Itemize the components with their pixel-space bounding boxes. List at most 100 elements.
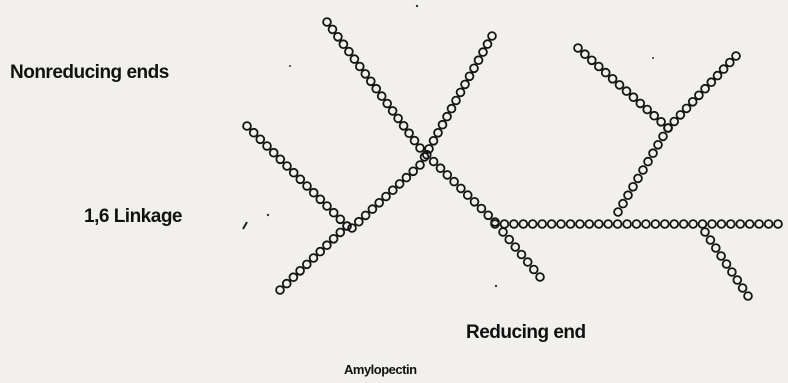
- glucose-residue: [340, 40, 348, 48]
- glucose-residue: [643, 106, 651, 114]
- glucose-residue: [484, 211, 492, 219]
- glucose-residue: [345, 48, 353, 56]
- glucose-residue: [720, 65, 728, 73]
- glucose-residue: [362, 212, 370, 220]
- glucose-residue: [595, 220, 603, 228]
- glucose-residue: [464, 191, 472, 199]
- glucose-residue: [510, 220, 518, 228]
- glucose-residue: [548, 220, 556, 228]
- glucose-residue: [746, 220, 754, 228]
- chain-lower-middle: [499, 228, 544, 281]
- speck: [652, 57, 654, 59]
- glucose-residue: [677, 111, 685, 119]
- glucose-residue: [614, 220, 622, 228]
- glucose-residue: [461, 81, 469, 89]
- glucose-residue: [567, 220, 575, 228]
- glucose-residue: [310, 254, 318, 262]
- glucose-residue: [529, 220, 537, 228]
- glucose-residue: [701, 228, 709, 236]
- glucose-residue: [629, 183, 637, 191]
- glucose-residue: [499, 228, 507, 236]
- glucose-residue: [623, 87, 631, 95]
- glucose-residue: [416, 144, 424, 152]
- glucose-residue: [664, 124, 672, 132]
- glucose-residue: [389, 107, 397, 115]
- glucose-residue: [263, 142, 271, 150]
- glucose-residue: [727, 220, 735, 228]
- glucose-residue: [488, 32, 496, 40]
- glucose-residue: [588, 56, 596, 64]
- glucose-residue: [457, 89, 465, 97]
- glucose-residue: [701, 85, 709, 93]
- glucose-residue: [736, 220, 744, 228]
- glucose-residue: [323, 18, 331, 26]
- glucose-chains: [243, 18, 782, 300]
- speck: [267, 214, 269, 216]
- glucose-residue: [695, 91, 703, 99]
- glucose-residue: [604, 220, 612, 228]
- glucose-residue: [256, 135, 264, 143]
- diagram-title: Amylopectin: [344, 362, 417, 377]
- glucose-residue: [657, 118, 665, 126]
- chain-right-up: [664, 52, 740, 132]
- glucose-residue: [744, 292, 752, 300]
- chain-reducing-main: [491, 220, 782, 228]
- glucose-residue: [519, 220, 527, 228]
- glucose-residue: [355, 218, 363, 226]
- glucose-residue: [396, 180, 404, 188]
- glucose-residue: [614, 208, 622, 216]
- glucose-residue: [478, 205, 486, 213]
- glucose-residue: [609, 75, 617, 83]
- glucose-residue: [505, 236, 513, 244]
- glucose-residue: [630, 93, 638, 101]
- glucose-residue: [689, 220, 697, 228]
- speck: [495, 285, 497, 287]
- glucose-residue: [243, 122, 251, 130]
- reducing-end-label: Reducing end: [466, 322, 586, 344]
- glucose-residue: [437, 164, 445, 172]
- glucose-residue: [250, 129, 258, 137]
- glucose-residue: [369, 205, 377, 213]
- glucose-residue: [283, 280, 291, 288]
- glucose-residue: [712, 244, 720, 252]
- glucose-residue: [356, 63, 364, 71]
- glucose-residue: [411, 137, 419, 145]
- chain-lower-left: [276, 222, 351, 294]
- glucose-residue: [699, 220, 707, 228]
- glucose-residue: [378, 92, 386, 100]
- glucose-residue: [654, 141, 662, 149]
- glucose-residue: [466, 72, 474, 80]
- glucose-residue: [329, 26, 337, 34]
- glucose-residue: [296, 267, 304, 275]
- glucose-residue: [283, 162, 291, 170]
- glucose-residue: [434, 129, 442, 137]
- glucose-residue: [623, 220, 631, 228]
- glucose-residue: [430, 158, 438, 166]
- glucose-residue: [276, 155, 284, 163]
- glucose-residue: [624, 191, 632, 199]
- glucose-residue: [717, 252, 725, 260]
- glucose-residue: [448, 105, 456, 113]
- glucose-residue: [585, 220, 593, 228]
- glucose-residue: [650, 112, 658, 120]
- glucose-residue: [316, 195, 324, 203]
- glucose-residue: [644, 158, 652, 166]
- glucose-residue: [403, 174, 411, 182]
- glucose-residue: [574, 44, 582, 52]
- glucose-residue: [595, 63, 603, 71]
- glucose-residue: [310, 189, 318, 197]
- glucose-residue: [652, 220, 660, 228]
- glucose-residue: [479, 48, 487, 56]
- glucose-residue: [774, 220, 782, 228]
- glucose-residue: [707, 236, 715, 244]
- glucose-residue: [536, 273, 544, 281]
- chain-outer-left: [243, 122, 351, 230]
- glucose-residue: [518, 251, 526, 259]
- glucose-residue: [680, 220, 688, 228]
- glucose-residue: [636, 100, 644, 108]
- glucose-residue: [755, 220, 763, 228]
- glucose-residue: [689, 98, 697, 106]
- glucose-residue: [707, 78, 715, 86]
- glucose-residue: [334, 33, 342, 41]
